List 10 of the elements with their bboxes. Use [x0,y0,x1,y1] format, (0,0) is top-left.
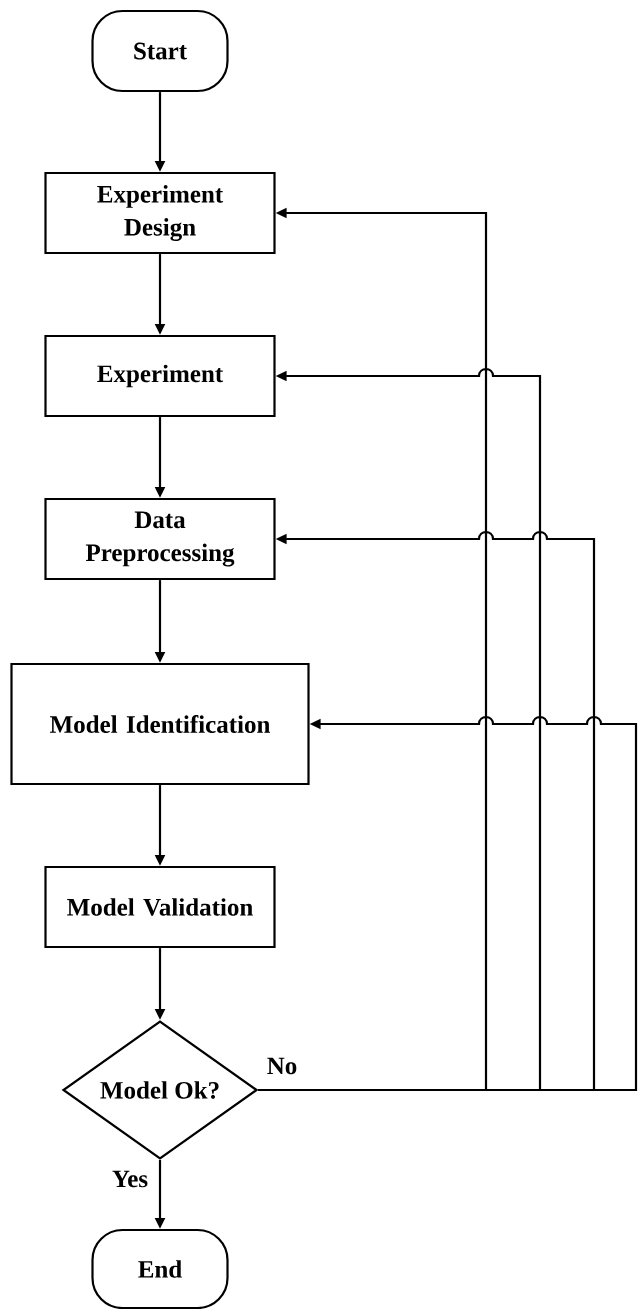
edge-label: No [267,1057,297,1075]
process-box: Data Preprocessing [44,497,276,581]
terminal-box: Start [91,9,229,93]
process-box: Experiment [44,334,276,418]
edge-label: Yes [112,1170,148,1188]
process-box: Experiment Design [44,171,276,255]
arrow [258,716,638,1092]
process-box: Model Validation [44,865,276,949]
process-box: Model Identification [10,662,310,786]
terminal-box: End [91,1228,229,1309]
